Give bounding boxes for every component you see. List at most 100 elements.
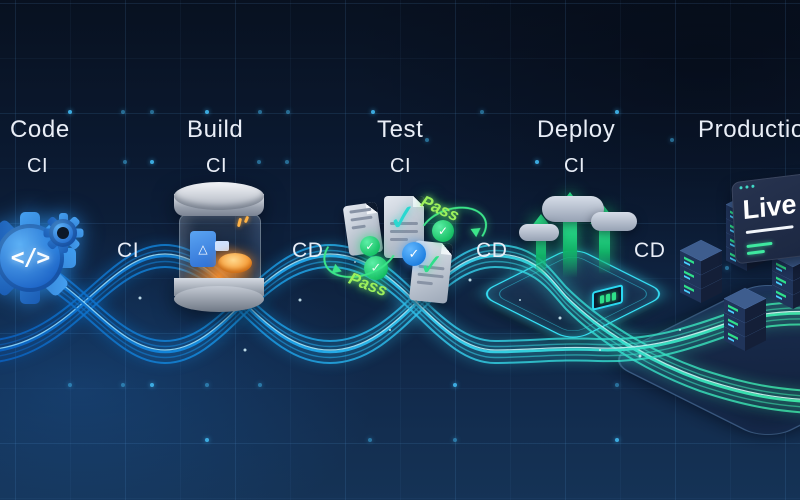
server-face bbox=[772, 270, 793, 295]
stage-label-production: Production bbox=[698, 116, 800, 143]
server-face bbox=[728, 332, 738, 340]
stage-label-test: Test bbox=[377, 116, 424, 143]
server-face bbox=[684, 256, 694, 264]
grid-dot bbox=[258, 110, 262, 114]
grid-dot bbox=[535, 160, 539, 164]
server-face bbox=[728, 318, 738, 326]
server-face bbox=[772, 256, 793, 281]
grid-dot bbox=[285, 160, 289, 164]
grid-dot bbox=[121, 383, 125, 387]
flow-label-cd: CD bbox=[634, 239, 666, 262]
stage-badge-ci: CI bbox=[206, 155, 228, 177]
grid-dot bbox=[480, 110, 484, 114]
stage-label-build: Build bbox=[187, 116, 244, 143]
cloud-icon bbox=[519, 224, 559, 241]
flow-label-cd: CD bbox=[292, 239, 324, 262]
grid-dot bbox=[615, 438, 619, 442]
stage-label-code: Code bbox=[10, 116, 70, 143]
server-face bbox=[728, 304, 738, 312]
grid-dot bbox=[150, 160, 154, 164]
server-face bbox=[724, 298, 745, 323]
spark-icon bbox=[243, 215, 250, 224]
live-label: Live bbox=[741, 188, 798, 226]
stream-path bbox=[0, 249, 800, 348]
stream-particle bbox=[243, 348, 247, 352]
server-face bbox=[701, 250, 722, 275]
server-face bbox=[776, 262, 786, 270]
server-face bbox=[684, 289, 690, 294]
flow-label-cd: CD bbox=[476, 239, 508, 262]
server-face bbox=[745, 312, 766, 337]
grid-dot bbox=[453, 383, 457, 387]
grid-dot bbox=[205, 383, 209, 387]
grid-dot bbox=[121, 110, 125, 114]
grid-dot bbox=[670, 138, 674, 142]
container-coin-icon bbox=[218, 253, 252, 273]
server-face bbox=[684, 275, 690, 280]
spark-icon bbox=[236, 217, 243, 228]
grid-dot bbox=[123, 160, 127, 164]
stream-path bbox=[0, 243, 800, 343]
stage-label-deploy: Deploy bbox=[537, 116, 616, 143]
grid-dot bbox=[205, 110, 209, 114]
grid-dot bbox=[725, 266, 729, 270]
server-face bbox=[793, 291, 800, 309]
grid-dot bbox=[257, 160, 261, 164]
server-face bbox=[776, 267, 782, 272]
stage-badge-ci: CI bbox=[564, 155, 586, 177]
stream-particle bbox=[519, 299, 521, 301]
stream-particle bbox=[354, 261, 356, 263]
grid-dot bbox=[615, 383, 619, 387]
stream-particle bbox=[679, 329, 681, 331]
grid-dot bbox=[68, 383, 72, 387]
server-face bbox=[724, 312, 745, 337]
stage-badge-ci: CI bbox=[27, 155, 49, 177]
grid-dot bbox=[371, 110, 375, 114]
server-face bbox=[793, 263, 800, 281]
server-face bbox=[684, 284, 694, 292]
stream-particle bbox=[389, 329, 391, 331]
server-face bbox=[776, 281, 782, 286]
grid-dot bbox=[425, 138, 429, 142]
server-face bbox=[728, 337, 734, 342]
server-face bbox=[684, 270, 694, 278]
server-face bbox=[776, 290, 786, 298]
server-face bbox=[680, 250, 701, 275]
server-face bbox=[701, 264, 722, 289]
container-glass: △ bbox=[179, 214, 261, 284]
server-face bbox=[745, 326, 766, 351]
build-container-icon: △ bbox=[174, 182, 264, 312]
stream-particle bbox=[638, 354, 642, 358]
stream-particle bbox=[298, 298, 302, 302]
stream-path bbox=[0, 265, 800, 365]
server-face bbox=[730, 257, 736, 262]
grid-dot bbox=[150, 383, 154, 387]
stream-particle bbox=[468, 278, 472, 282]
grid-dot bbox=[205, 438, 209, 442]
server-face bbox=[745, 298, 766, 323]
stream-path bbox=[0, 253, 800, 351]
grid-dot bbox=[453, 438, 457, 442]
server-face bbox=[728, 309, 734, 314]
stream-path bbox=[0, 260, 800, 359]
server-face bbox=[728, 323, 734, 328]
live-screen: Live bbox=[731, 169, 800, 265]
flow-label-ci: CI bbox=[117, 239, 140, 262]
server-face bbox=[776, 295, 782, 300]
stream-particle bbox=[558, 316, 562, 320]
stage-badge-ci: CI bbox=[390, 155, 412, 177]
check-circle-icon: ✓ bbox=[402, 242, 426, 266]
grid-dot bbox=[258, 383, 262, 387]
check-circle-icon: ✓ bbox=[432, 220, 454, 242]
code-small-gear-icon bbox=[42, 212, 84, 254]
grid-dot bbox=[68, 110, 72, 114]
server-face bbox=[701, 278, 722, 303]
server-face bbox=[772, 284, 793, 309]
server-face bbox=[684, 261, 690, 266]
grid-dot bbox=[286, 110, 290, 114]
check-circle-icon: ✓ bbox=[360, 236, 380, 256]
stream-particle bbox=[138, 296, 142, 300]
check-circle-icon: ✓ bbox=[364, 256, 388, 280]
server-face bbox=[679, 239, 723, 262]
grid-dot bbox=[615, 110, 619, 114]
